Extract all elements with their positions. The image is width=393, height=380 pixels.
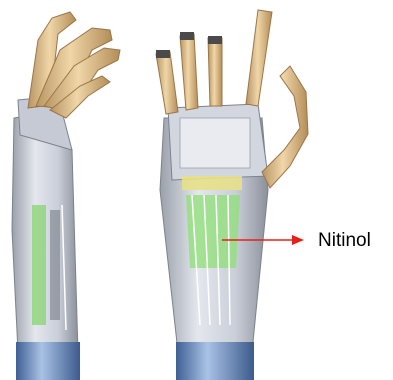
front-view-hand — [156, 10, 308, 380]
front-socket — [176, 342, 254, 380]
front-finger-little — [246, 10, 272, 106]
front-finger-middle — [180, 34, 198, 110]
front-finger-ring — [208, 38, 222, 106]
nitinol-label: Nitinol — [318, 230, 371, 252]
side-wire-bundle — [32, 205, 46, 325]
front-thumb — [262, 66, 308, 188]
side-socket — [16, 342, 80, 380]
front-finger-index — [156, 52, 178, 114]
side-view-hand — [12, 12, 120, 380]
